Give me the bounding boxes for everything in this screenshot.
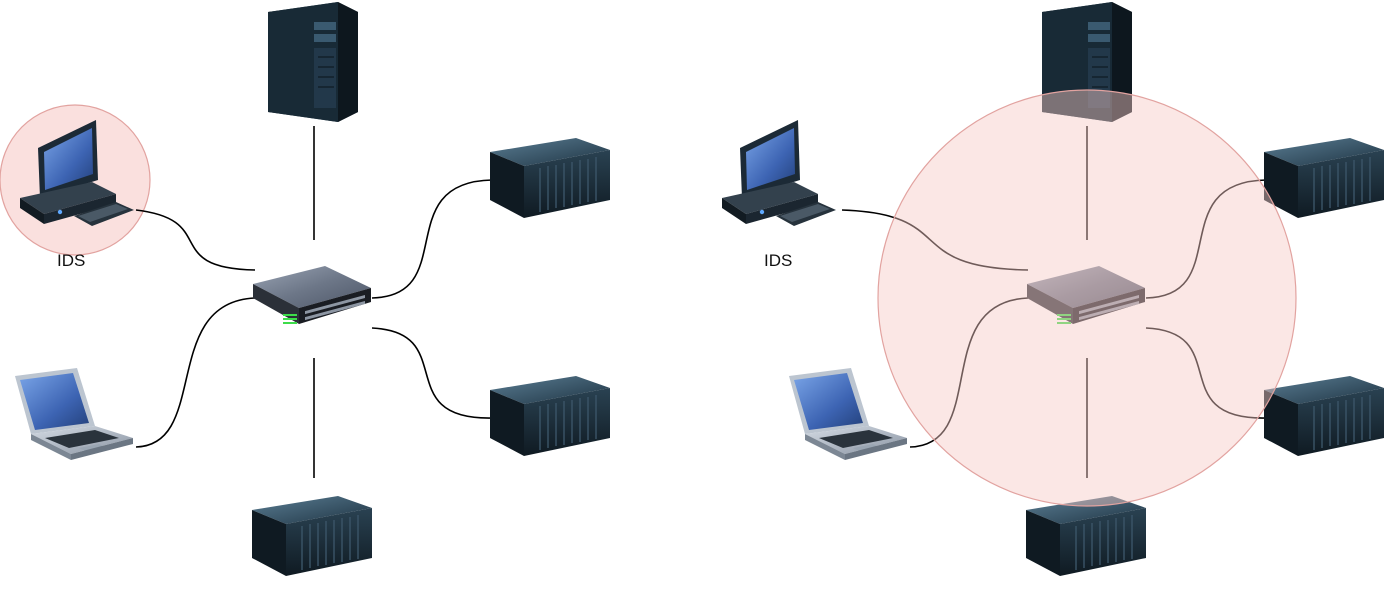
network-switch-icon	[1027, 266, 1145, 324]
rack-server-icon	[1264, 138, 1384, 218]
connection-wires	[841, 126, 1267, 478]
switch-highlight-circle	[877, 89, 1297, 507]
wire-server-top-right	[1145, 179, 1267, 299]
rack-server-icon	[490, 138, 610, 218]
ids-label: IDS	[57, 251, 85, 270]
wire-ids	[841, 209, 1029, 271]
tower-server-icon	[268, 2, 358, 122]
desktop-pc-icon	[722, 120, 836, 226]
diagram-left: IDS	[0, 2, 610, 576]
rack-server-icon	[490, 376, 610, 456]
wire-server-top-right	[371, 179, 493, 299]
wire-laptop	[135, 297, 256, 448]
wire-laptop	[909, 297, 1029, 448]
wire-server-bottom-right	[1145, 327, 1267, 419]
desktop-pc-icon	[20, 120, 134, 226]
rack-server-icon	[1026, 496, 1146, 576]
laptop-icon	[15, 368, 133, 460]
network-switch-icon	[253, 266, 371, 324]
rack-server-icon	[252, 496, 372, 576]
diagram-right: IDS	[722, 2, 1384, 576]
ids-label: IDS	[764, 251, 792, 270]
rack-server-icon	[1264, 376, 1384, 456]
connection-wires	[135, 126, 493, 478]
wire-ids	[135, 209, 256, 271]
laptop-icon	[789, 368, 907, 460]
wire-server-bottom-right	[371, 327, 493, 419]
